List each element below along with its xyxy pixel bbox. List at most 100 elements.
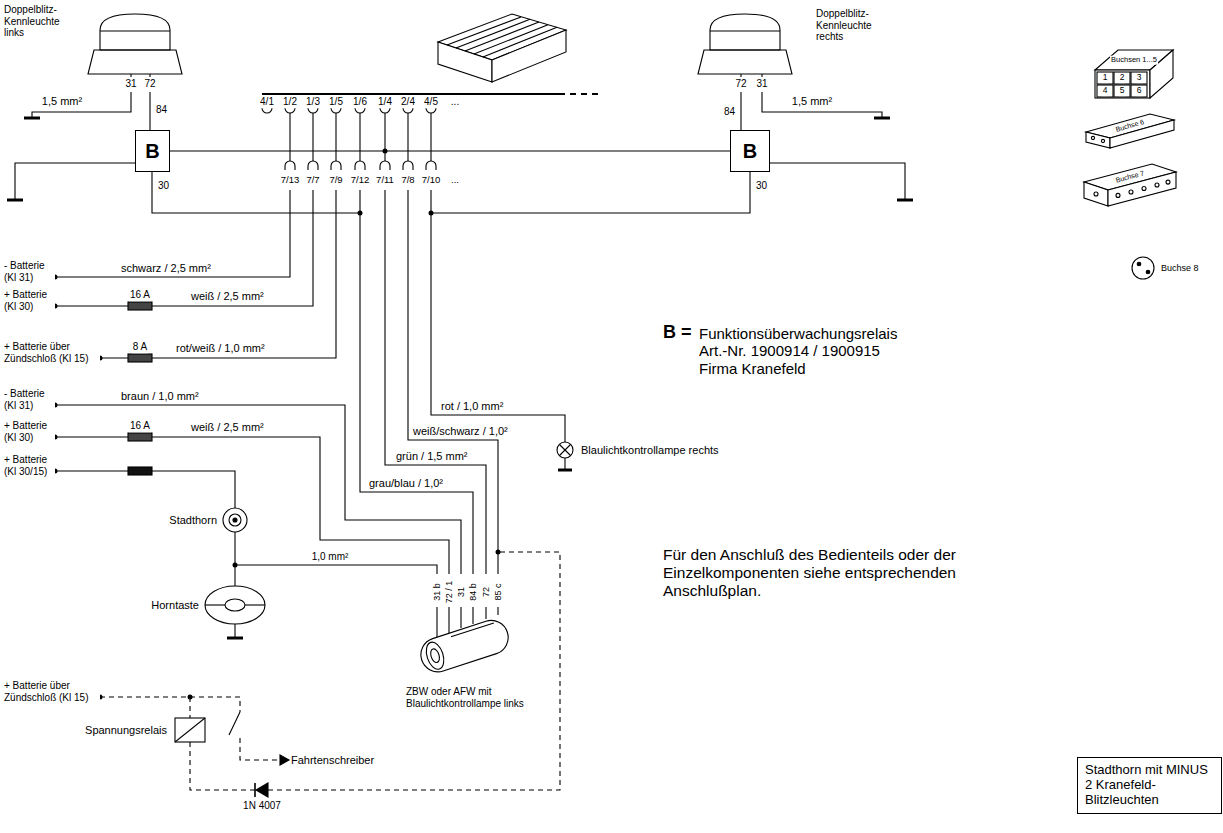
pin-number: 31	[124, 78, 137, 90]
switch-body	[451, 623, 494, 637]
socket-strip	[570, 93, 602, 95]
arrow-head	[280, 755, 289, 765]
wire	[430, 113, 431, 161]
lamp-base	[698, 50, 792, 74]
terminal-label: + Batterie über Zündschloß (Kl 15)	[3, 341, 100, 364]
ground-symbol	[227, 637, 243, 640]
switch-body	[416, 616, 512, 676]
socket-label: Buchsen 1...5	[1110, 56, 1158, 65]
terminal-label: + Batterie (Kl 30)	[3, 420, 55, 443]
wire	[431, 172, 750, 213]
socket-cup	[380, 108, 390, 113]
socket-pin: 7/10	[421, 175, 442, 186]
terminal-label: + Batterie (Kl 30/15)	[3, 454, 55, 477]
switch-lamp	[429, 648, 441, 664]
wire-label: grau/blau / 1,0²	[368, 477, 444, 490]
plug-cap	[355, 161, 365, 170]
terminal-label: - Batterie (Kl 31)	[3, 388, 55, 411]
relay-box: B	[730, 130, 770, 172]
connector-slot	[474, 25, 548, 54]
relay-box: B	[135, 130, 170, 172]
socket-pin: 1/5	[328, 96, 344, 108]
wire	[55, 471, 235, 508]
socket-hole	[1142, 187, 1146, 191]
part-label: 1N 4007	[242, 800, 282, 812]
wire-label: weiß/schwarz / 1,0²	[412, 425, 509, 438]
pin-number: 31	[755, 78, 768, 90]
lamp-rim	[710, 30, 780, 31]
part-label: Fahrtenschreiber	[290, 754, 375, 767]
socket-pin: 6	[1136, 86, 1143, 96]
wire	[55, 190, 313, 306]
optional-wire	[268, 552, 560, 790]
pin-number: 84 b	[468, 582, 478, 602]
socket-drawing	[1095, 70, 1150, 98]
lamp-rim	[100, 30, 170, 31]
node-text: B	[145, 140, 159, 163]
part-label: Spannungsrelais	[84, 724, 168, 737]
relay-coil	[175, 718, 205, 742]
plug-cap	[426, 161, 436, 170]
lamp-pin	[149, 74, 150, 77]
pin-lead	[460, 607, 461, 628]
connector-slot	[447, 17, 521, 45]
socket-cup	[331, 108, 341, 113]
diode-symbol	[256, 783, 268, 797]
socket-drawing	[1132, 257, 1154, 279]
wire	[407, 113, 408, 161]
pin-number: 85 c	[493, 582, 503, 601]
pin-number: 72	[481, 586, 491, 598]
plug-cap	[403, 161, 413, 170]
junction-dot	[496, 550, 501, 555]
socket-cell	[1114, 72, 1130, 84]
part-label: ZBW oder AFW mit Blaulichtkontrollampe l…	[405, 686, 547, 709]
socket-pin: 1/3	[305, 96, 321, 108]
switch-lamp	[423, 640, 447, 672]
wire-label: 1,5 mm²	[41, 95, 83, 108]
ground-symbol	[897, 199, 913, 202]
terminal-label: - Batterie (Kl 31)	[3, 260, 55, 283]
lamp-pin	[761, 74, 762, 77]
socket-pin: 7/12	[350, 175, 371, 186]
wire	[384, 113, 385, 161]
ground-symbol	[558, 469, 572, 472]
pin-number: 31 b	[432, 582, 442, 602]
edge-group	[170, 151, 730, 152]
wire	[335, 113, 336, 161]
wire-label: grün / 1,5 mm²	[395, 450, 469, 463]
fuse-rating: 16 A	[129, 420, 151, 432]
wire-label: rot/weiß / 1,0 mm²	[175, 342, 266, 355]
socket-pin: 3	[1136, 73, 1143, 83]
wire-label: weiß / 2,5 mm²	[190, 421, 265, 434]
lamp-dome	[710, 14, 780, 50]
wire	[234, 532, 235, 586]
optional-wire	[100, 697, 240, 712]
plug-cap	[380, 161, 390, 170]
socket-pin: 4/1	[259, 96, 275, 108]
note-text: Für den Anschluß des Bedienteils oder de…	[662, 546, 1009, 599]
junction-dot	[188, 695, 193, 700]
relay-switch	[229, 712, 240, 735]
pin-lead	[436, 607, 437, 637]
switch-unit	[416, 616, 512, 676]
socket-pin: 7/7	[305, 175, 320, 186]
node-text: B	[743, 140, 757, 163]
wire-label: rot / 1,0 mm²	[440, 400, 504, 413]
wire-connector	[170, 150, 730, 151]
socket-pin: 7/9	[328, 175, 343, 186]
wire	[740, 92, 741, 130]
socket-pin: 1/2	[282, 96, 298, 108]
socket-cup	[285, 108, 295, 113]
wire	[55, 405, 461, 574]
note-box: Stadthorn mit MINUS 2 Kranefeld- Blitzle…	[1077, 757, 1222, 814]
socket-cup	[403, 108, 413, 113]
socket-pin: 2/4	[400, 96, 416, 108]
socket-cup	[308, 108, 318, 113]
connector-slot	[456, 19, 530, 48]
horn-symbol	[233, 518, 237, 522]
wire	[564, 458, 565, 470]
junction-dot	[358, 211, 363, 216]
fuse-rating: 16 A	[129, 289, 151, 301]
horn-button	[205, 604, 225, 605]
